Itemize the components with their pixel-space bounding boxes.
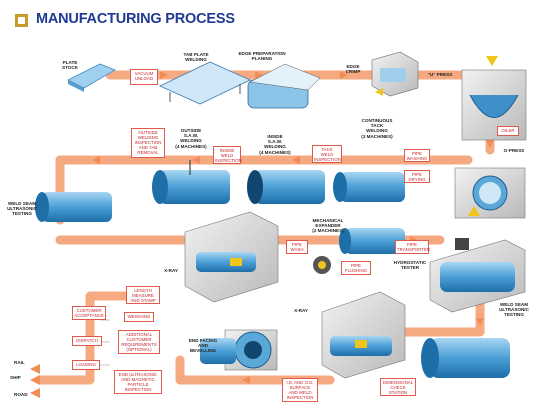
label-mech-expander: MECHANICAL EXPANDER (2 MACHINES) <box>312 218 344 234</box>
label-road: ROAD <box>14 392 28 397</box>
box-pipe-washing: PIPE WASHING <box>404 149 430 162</box>
pipe-outside-saw <box>152 160 230 204</box>
box-customer-acceptance: CUSTOMER ACCEPTANCE <box>72 306 106 320</box>
box-inside-weld-inspection: INSIDE WELD INSPECTION <box>213 146 242 164</box>
label-tab-plate-welding: TAB PLATE WELDING <box>183 52 209 63</box>
box-pipe-transporter: PIPE TRANSPORTER <box>395 240 431 254</box>
box-pipe-flushing: PIPE FLUSHING <box>341 261 371 275</box>
end-facing-machine <box>200 329 278 371</box>
label-edge-preparation: EDGE PREPARATION PLANING <box>238 51 286 62</box>
xray-booth-2 <box>321 291 406 379</box>
box-oiler: OILER <box>497 126 519 136</box>
label-inside-saw: INSIDE S.A.W. WELDING (4 MACHINES) <box>259 134 291 155</box>
box-pipe-drying: PIPE DRYING <box>404 170 430 183</box>
label-end-facing: END FACING AND BEVELLING <box>188 338 218 354</box>
box-length-measure: LENGTH MEASURE AND STAMP <box>126 286 160 304</box>
label-xray-2: X-RAY <box>294 308 308 313</box>
box-end-ultrasonic: END ULTRASONIC AND MAGNETIC PARTICLE INS… <box>114 370 162 394</box>
label-outside-saw: OUTSIDE S.A.W. WELDING (4 MACHINES) <box>175 128 207 149</box>
box-vacuum-unload: VACUUM UNLOAD <box>130 69 158 85</box>
label-o-press: O-PRESS <box>503 148 525 153</box>
label-hydrostatic: HYDROSTATIC TESTER <box>393 260 427 271</box>
tab-plate-table <box>159 61 251 105</box>
box-dimensional-check: DIMENSIONAL CHECK STATION <box>380 378 416 396</box>
pipe-continuous-tack <box>333 172 405 202</box>
box-dispatch: DISPATCH <box>72 336 102 346</box>
box-loading: LOADING <box>72 360 100 370</box>
pipe-inside-saw <box>247 170 325 204</box>
pipe-ultrasonic-2 <box>421 338 510 378</box>
box-additional-requirements: ADDITIONAL CUSTOMER REQUIREMENTS (OPTION… <box>118 330 160 354</box>
title-bullet-icon <box>15 14 28 27</box>
edge-planing-machine <box>247 63 321 109</box>
label-rail: RAIL <box>14 360 25 365</box>
box-weighing: WEIGHING <box>124 312 154 322</box>
label-edge-crimp: EDGE CRIMP <box>345 64 361 75</box>
box-id-od-surface: I.D. AND O.D. SURFACE AND WELD INSPECTIO… <box>282 378 318 402</box>
label-ship: SHIP <box>10 375 21 380</box>
pipe-mech-expander <box>313 228 405 274</box>
label-weld-seam-us-2: WELD SEAM ULTRASONIC TESTING <box>499 302 529 318</box>
pipe-ultrasonic-1 <box>35 192 112 222</box>
label-continuous-tack: CONTINUOUS TACK WELDING (3 MACHINES) <box>361 118 393 139</box>
label-plate-stock: PLATE STOCK <box>62 60 78 71</box>
box-outside-welding-inspection: OUTSIDE WELDING INSPECTION AND TAB REMOV… <box>131 128 165 158</box>
box-pipe-wash: PIPE WASH <box>286 240 308 254</box>
o-press-machine <box>454 167 526 219</box>
edge-crimp-machine <box>371 51 419 97</box>
page-title: MANUFACTURING PROCESS <box>36 11 235 27</box>
hydrostatic-tester <box>429 238 526 313</box>
label-u-press: "U" PRESS <box>427 72 453 77</box>
box-tack-weld-inspection: TACK WELD INSPECTION <box>312 145 342 163</box>
label-xray-1: X-RAY <box>164 268 178 273</box>
plate-stock-shape <box>67 63 116 92</box>
xray-booth-1 <box>184 211 279 303</box>
label-weld-seam-us-1: WELD SEAM ULTRASONIC TESTING <box>7 201 37 217</box>
